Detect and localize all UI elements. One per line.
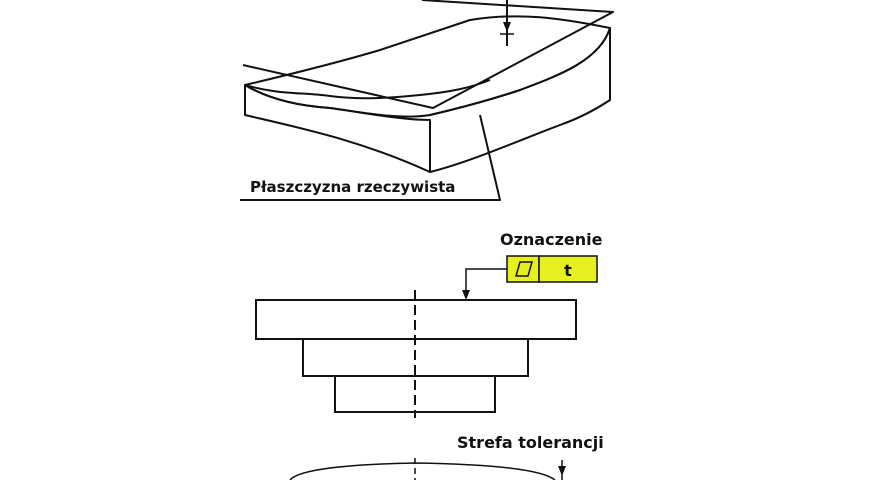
- plate-3d-view: [240, 0, 614, 201]
- tolerance-zone-view: [289, 458, 566, 480]
- stepped-part: [255, 290, 577, 418]
- real-plane-leader: [240, 114, 501, 201]
- leader-arrow-icon: [462, 290, 470, 300]
- real-surface-wave: [244, 79, 491, 100]
- reference-plane: [242, 0, 614, 109]
- fcf-value-cell: [538, 255, 598, 283]
- fcf-symbol-cell: [506, 255, 540, 283]
- tolerance-zone-ellipse: [289, 462, 556, 480]
- plate-front-face: [244, 84, 431, 173]
- designation-label: Oznaczenie: [500, 230, 603, 249]
- real-plane-label: Płaszczyzna rzeczywista: [250, 178, 455, 196]
- fcf-value-text: t: [564, 261, 572, 280]
- deviation-arrow-icon: [503, 22, 511, 32]
- feature-control-frame: t: [506, 255, 598, 283]
- plate-right-face: [429, 27, 611, 173]
- designation-leader: [462, 268, 507, 300]
- real-surface-top-outline: [244, 15, 611, 118]
- flatness-symbol-icon: [515, 261, 533, 277]
- tolerance-zone-arrow-icon: [558, 466, 566, 476]
- tolerance-zone-label: Strefa tolerancji: [457, 433, 604, 452]
